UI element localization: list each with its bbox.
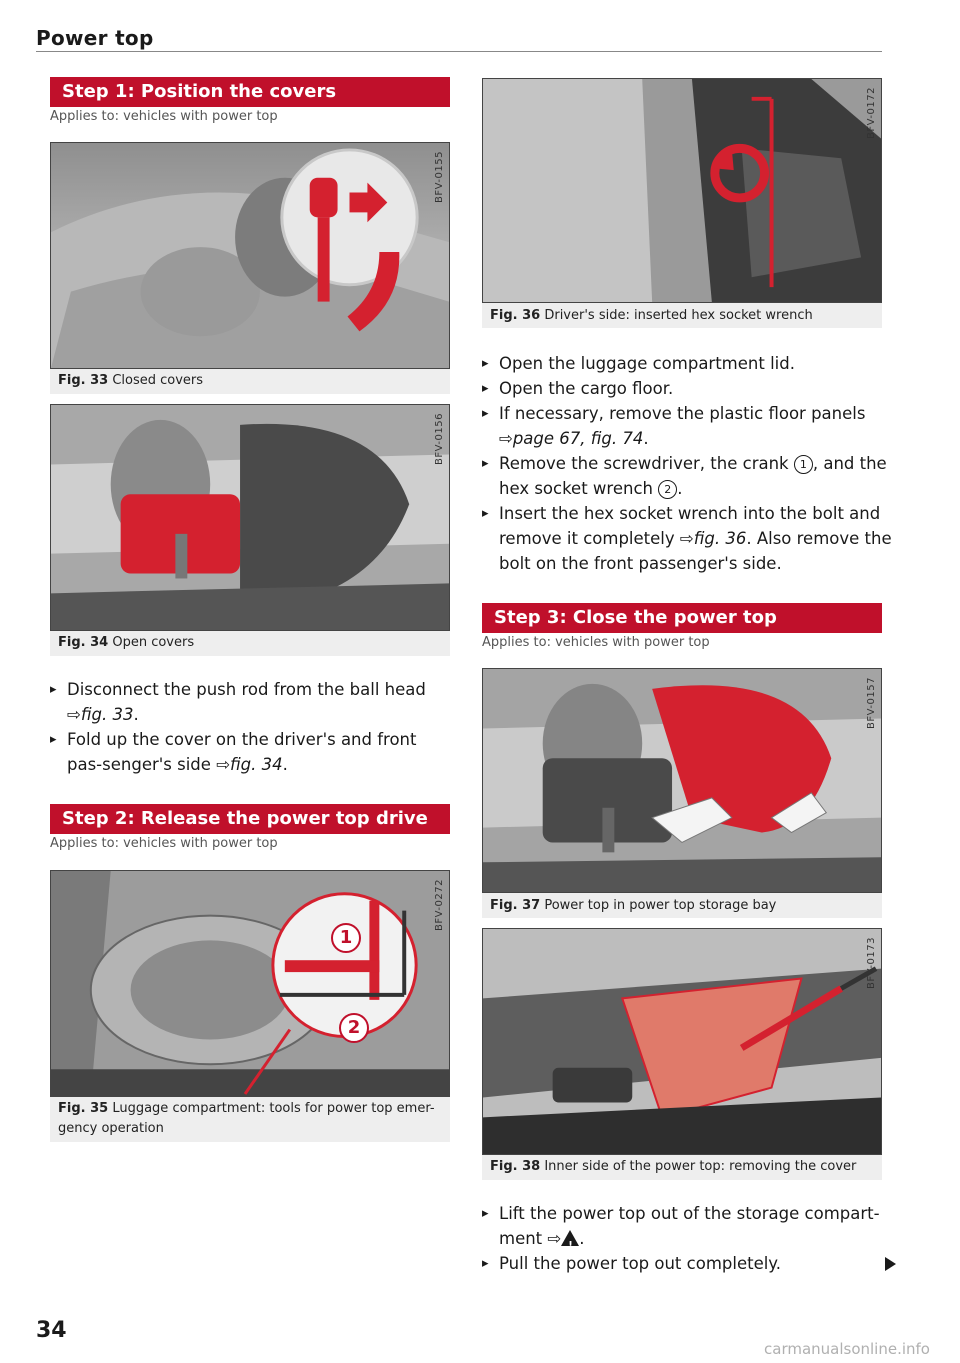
- list-item: Fold up the cover on the driver's and fr…: [50, 727, 450, 777]
- figure-34-caption: Fig. 34 Open covers: [58, 635, 195, 650]
- figure-37-code: BFV-0157: [866, 677, 877, 729]
- list-item: Remove the screwdriver, the crank 1, and…: [482, 451, 892, 501]
- figure-33-caption: Fig. 33 Closed covers: [58, 373, 204, 388]
- figure-36: BFV-0172 Fig. 36 Driver's side: inserted…: [482, 78, 882, 328]
- list-item: Lift the power top out of the storage co…: [482, 1201, 892, 1258]
- figure-35-image: 1 2 BFV-0272: [50, 870, 450, 1097]
- watermark-text: carmanualsonline.info: [764, 1340, 930, 1358]
- step-2-heading: Step 2: Release the power top drive: [50, 804, 450, 834]
- figure-36-code: BFV-0172: [866, 87, 877, 139]
- step-2-applies: Applies to: vehicles with power top: [50, 836, 278, 851]
- list-item: Insert the hex socket wrench into the bo…: [482, 501, 892, 576]
- step-1-applies: Applies to: vehicles with power top: [50, 109, 278, 124]
- figure-33-image: BFV-0155: [50, 142, 450, 369]
- cross-reference-link[interactable]: ⇨fig. 34: [216, 755, 283, 774]
- callout-marker-1: 1: [793, 455, 813, 474]
- figure-36-caption: Fig. 36 Driver's side: inserted hex sock…: [490, 308, 813, 323]
- figure-33-code: BFV-0155: [434, 151, 445, 203]
- header-rule: [36, 51, 882, 52]
- page-number: 34: [36, 1318, 67, 1343]
- figure-38: BFV-0173 Fig. 38 Inner side of the power…: [482, 928, 882, 1180]
- cross-reference-link[interactable]: ⇨page 67, fig. 74: [499, 429, 644, 448]
- step-3-applies: Applies to: vehicles with power top: [482, 635, 710, 650]
- step-2-instructions: Open the luggage compartment lid. Open t…: [482, 351, 892, 576]
- step-1-instructions: Disconnect the push rod from the ball he…: [50, 677, 450, 777]
- figure-36-image: BFV-0172: [482, 78, 882, 303]
- figure-38-caption: Fig. 38 Inner side of the power top: rem…: [490, 1159, 857, 1174]
- figure-37-image: BFV-0157: [482, 668, 882, 893]
- page-header-title: Power top: [36, 26, 154, 50]
- step-3-heading: Step 3: Close the power top: [482, 603, 882, 633]
- cross-reference-link[interactable]: ⇨fig. 36: [679, 529, 747, 548]
- figure-37-caption: Fig. 37 Power top in power top storage b…: [490, 898, 777, 913]
- list-item: Open the cargo floor.: [482, 376, 892, 401]
- figure-33: BFV-0155 Fig. 33 Closed covers: [50, 142, 450, 394]
- warning-icon[interactable]: [561, 1230, 580, 1258]
- figure-35: 1 2 BFV-0272 Fig. 35 Luggage compartment…: [50, 870, 450, 1142]
- figure-37: BFV-0157 Fig. 37 Power top in power top …: [482, 668, 882, 918]
- callout-marker-2: 2: [658, 480, 678, 499]
- callout-2: 2: [339, 1013, 369, 1043]
- cross-reference-arrow[interactable]: ⇨: [547, 1229, 562, 1248]
- cross-reference-link[interactable]: ⇨fig. 33: [67, 705, 134, 724]
- callout-1: 1: [331, 923, 361, 953]
- list-item: Disconnect the push rod from the ball he…: [50, 677, 450, 727]
- figure-34-image: BFV-0156: [50, 404, 450, 631]
- list-item: If necessary, remove the plastic floor p…: [482, 401, 892, 451]
- figure-38-code: BFV-0173: [866, 937, 877, 989]
- step-3-instructions: Lift the power top out of the storage co…: [482, 1201, 892, 1276]
- continue-arrow-icon: [885, 1257, 896, 1271]
- figure-35-code: BFV-0272: [434, 879, 445, 931]
- figure-38-image: BFV-0173: [482, 928, 882, 1155]
- step-1-heading: Step 1: Position the covers: [50, 77, 450, 107]
- figure-34: BFV-0156 Fig. 34 Open covers: [50, 404, 450, 656]
- list-item: Pull the power top out completely.: [482, 1251, 892, 1276]
- figure-35-caption: Fig. 35 Luggage compartment: tools for p…: [58, 1101, 435, 1136]
- figure-34-code: BFV-0156: [434, 413, 445, 465]
- list-item: Open the luggage compartment lid.: [482, 351, 892, 376]
